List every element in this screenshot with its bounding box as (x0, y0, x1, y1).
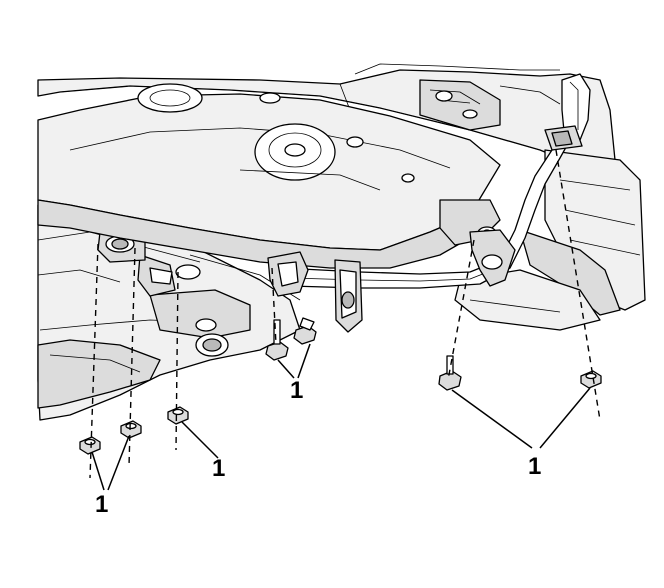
exhaust-pipe (267, 73, 591, 333)
nut-left-3 (167, 406, 189, 425)
vehicle-underbody (37, 63, 646, 331)
fastener-axes (89, 149, 601, 479)
nut-right-2 (580, 370, 602, 389)
fasteners (79, 317, 602, 455)
axis-right-2 (555, 149, 601, 421)
leader-c3-a (277, 359, 295, 379)
nut-left-2 (120, 420, 142, 439)
bolt-mid-1 (265, 319, 289, 361)
axis-left-3 (175, 271, 179, 451)
nut-left-1 (79, 436, 101, 455)
bolt-mid-2 (293, 317, 317, 345)
callout-1-center: 1 (290, 377, 303, 404)
callout-leaders (91, 343, 591, 491)
callout-labels: 1 1 1 1 (95, 377, 541, 518)
axis-mid-1 (271, 267, 277, 345)
axis-left-2 (128, 247, 136, 467)
callout-1-right: 1 (528, 453, 541, 480)
callout-1-center-left: 1 (212, 455, 225, 482)
leader-c1-a (91, 451, 105, 491)
leader-c4-b (539, 387, 591, 449)
leader-c1-b (107, 435, 130, 491)
left-frame-rail (37, 199, 301, 421)
bolt-right-1 (438, 355, 462, 391)
axis-right-1 (447, 239, 475, 381)
callout-1-left: 1 (95, 491, 108, 518)
leader-c4-a (451, 389, 533, 449)
fuel-tank-shield (37, 83, 501, 269)
leader-c2 (181, 421, 219, 459)
leader-c3-b (297, 343, 311, 379)
